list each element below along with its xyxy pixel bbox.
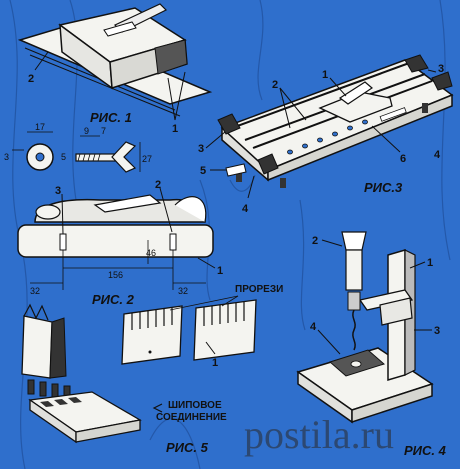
dim-washer-thickness: 3 xyxy=(4,152,9,162)
fig3-label: РИС.3 xyxy=(364,180,403,195)
watermark: postila.ru xyxy=(244,412,394,457)
figure-5: ПРОРЕЗИ 1 ШИПОВОЕ СОЕДИНЕНИЕ РИС. 5 xyxy=(21,284,283,455)
fig1-label: РИС. 1 xyxy=(90,110,132,125)
fig5-label: РИС. 5 xyxy=(166,440,209,455)
fig3-callout-3-left: 3 xyxy=(198,143,204,155)
wing-nut xyxy=(111,141,137,173)
fig4-callout-4: 4 xyxy=(310,321,317,333)
joint-label-1: ШИПОВОЕ xyxy=(168,400,222,411)
fig3-callout-1: 1 xyxy=(322,69,328,81)
fig3-callout-5: 5 xyxy=(200,165,206,177)
dim-span: 156 xyxy=(108,270,123,280)
fig3-callout-3-right: 3 xyxy=(438,63,444,75)
figure-1: 2 1 РИС. 1 xyxy=(17,3,213,135)
dim-left-offset: 32 xyxy=(30,286,40,296)
fig4-callout-3: 3 xyxy=(434,325,440,337)
joint-label-2: СОЕДИНЕНИЕ xyxy=(156,412,227,423)
figure-4: 2 1 3 4 РИС. 4 xyxy=(296,231,447,458)
fig4-callout-2: 2 xyxy=(312,235,318,247)
fig3-callout-2: 2 xyxy=(272,79,278,91)
fig2-callout-3: 3 xyxy=(55,185,61,197)
bolt xyxy=(75,153,117,162)
figure-3: 1 2 3 3 5 6 4 4 РИС.3 xyxy=(198,54,454,215)
fig2-callout-2: 2 xyxy=(155,179,161,191)
dim-bolt-a: 9 xyxy=(84,126,89,136)
fig1-callout-1: 1 xyxy=(172,123,178,135)
figure-2: 17 3 5 9 7 27 156 46 32 xyxy=(4,122,223,307)
plane-side-board xyxy=(17,224,214,258)
fig1-callout-2: 2 xyxy=(28,73,34,85)
fig3-callout-4-left: 4 xyxy=(242,203,249,215)
fig2-callout-1: 1 xyxy=(217,265,223,277)
slots-label: ПРОРЕЗИ xyxy=(235,284,283,295)
fig2-label: РИС. 2 xyxy=(92,292,135,307)
dim-washer-diameter: 17 xyxy=(35,122,45,132)
fig3-callout-6: 6 xyxy=(400,153,406,165)
fig4-label: РИС. 4 xyxy=(404,443,447,458)
dim-washer-hole: 5 xyxy=(61,152,66,162)
dim-bolt-length: 27 xyxy=(142,154,152,164)
fig4-callout-1: 1 xyxy=(427,257,433,269)
fig5-callout-1: 1 xyxy=(212,357,218,369)
dim-height: 46 xyxy=(146,248,156,258)
fig3-callout-4-right: 4 xyxy=(434,149,441,161)
dim-right-offset: 32 xyxy=(178,286,188,296)
dim-bolt-b: 7 xyxy=(101,126,106,136)
